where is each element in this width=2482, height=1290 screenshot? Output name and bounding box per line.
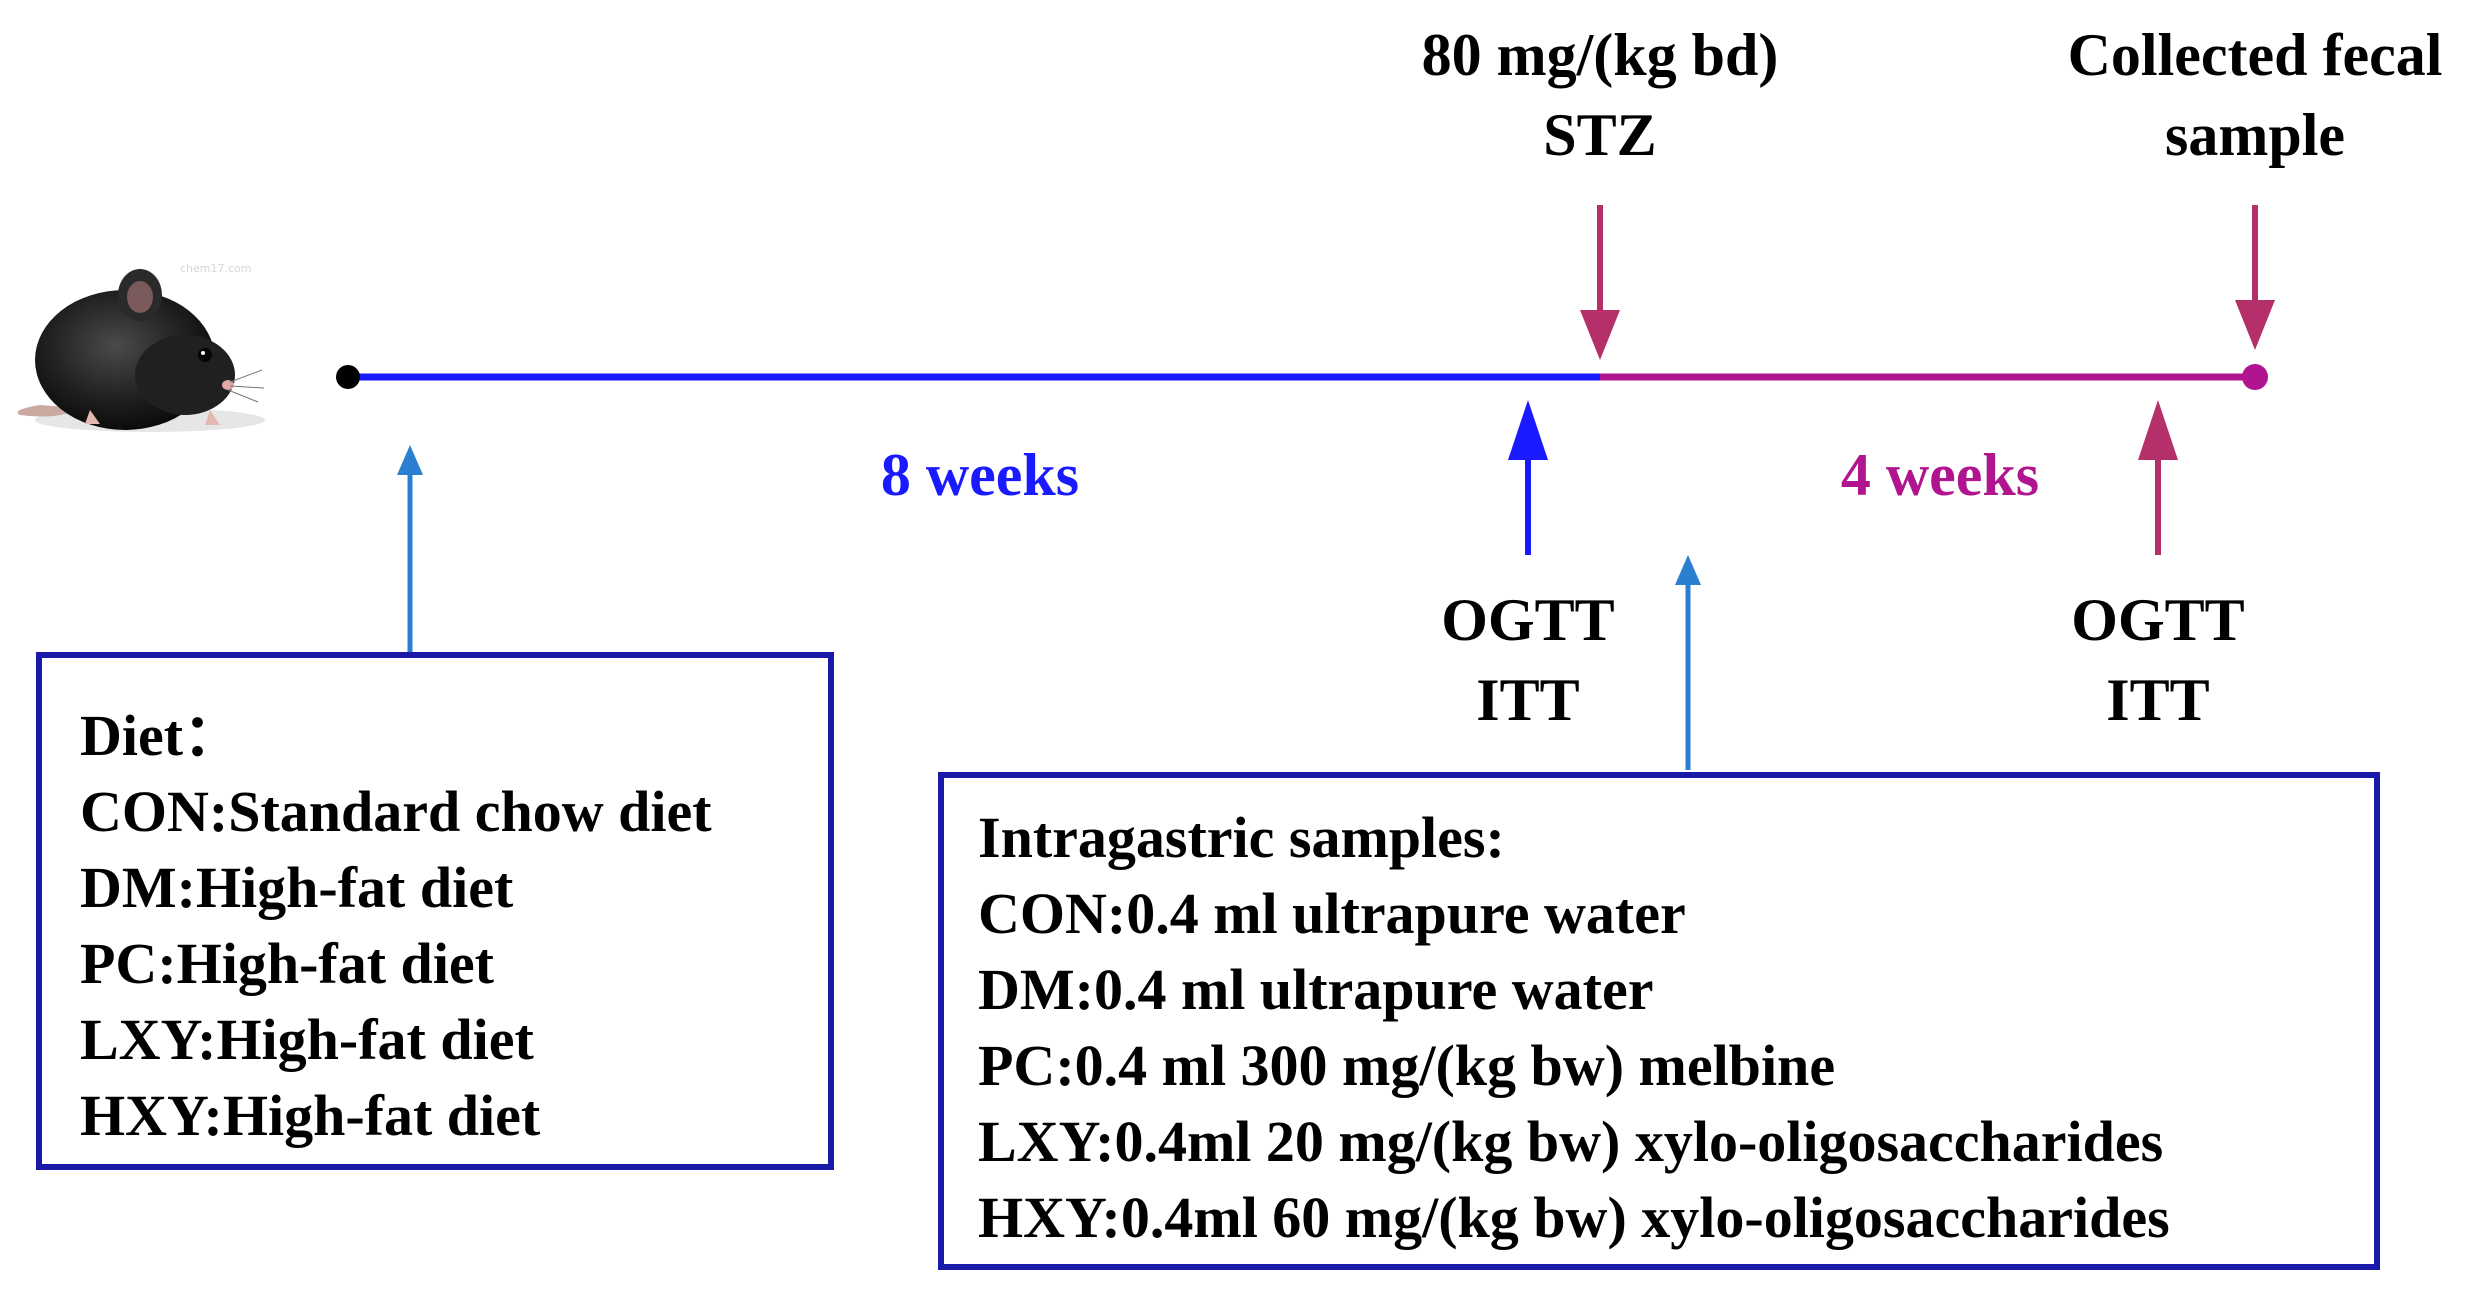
- stz-agent-label: STZ: [1543, 102, 1657, 168]
- fecal-label-line1: Collected fecal: [2067, 22, 2443, 88]
- timeline-end-dot: [2242, 364, 2268, 390]
- intragastric-arrow-icon: [1675, 555, 1701, 770]
- test2-label-line1: OGTT: [2071, 587, 2245, 653]
- ogtt2-arrow-icon: [2138, 400, 2178, 555]
- stz-arrow-icon: [1580, 205, 1620, 360]
- intragastric-item: CON:0.4 ml ultrapure water: [978, 881, 1686, 946]
- diet-item: PC:High-fat diet: [80, 931, 494, 996]
- timeline-start-dot: [336, 365, 360, 389]
- intragastric-box: Intragastric samples: CON:0.4 ml ultrapu…: [938, 772, 2380, 1270]
- fecal-arrow-icon: [2235, 205, 2275, 350]
- mouse-watermark: chem17.com: [180, 262, 252, 275]
- test1-label-line1: OGTT: [1441, 587, 1615, 653]
- intragastric-item: LXY:0.4ml 20 mg/(kg bw) xylo-oligosaccha…: [978, 1109, 2164, 1174]
- intragastric-item: HXY:0.4ml 60 mg/(kg bw) xylo-oligosaccha…: [978, 1185, 2170, 1250]
- diet-item: DM:High-fat diet: [80, 855, 514, 920]
- phase2-duration-label: 4 weeks: [1840, 442, 2040, 508]
- intragastric-item: PC:0.4 ml 300 mg/(kg bw) melbine: [978, 1033, 1836, 1098]
- diet-item: LXY:High-fat diet: [80, 1007, 534, 1072]
- diet-arrow-icon: [397, 445, 423, 660]
- diet-item: HXY:High-fat diet: [80, 1083, 541, 1148]
- ogtt1-arrow-icon: [1508, 400, 1548, 555]
- intragastric-box-title: Intragastric samples:: [978, 805, 1505, 870]
- diet-box-title: Diet：: [80, 703, 242, 768]
- test2-label-line2: ITT: [2106, 667, 2210, 733]
- diet-item: CON:Standard chow diet: [80, 779, 712, 844]
- intragastric-item: DM:0.4 ml ultrapure water: [978, 957, 1654, 1022]
- fecal-label-line2: sample: [2165, 102, 2345, 168]
- diet-box: Diet： CON:Standard chow diet DM:High-fat…: [36, 652, 834, 1170]
- stz-dose-label: 80 mg/(kg bd): [1421, 22, 1779, 88]
- mouse-illustration: [17, 269, 265, 432]
- phase1-duration-label: 8 weeks: [880, 442, 1080, 508]
- test1-label-line2: ITT: [1476, 667, 1580, 733]
